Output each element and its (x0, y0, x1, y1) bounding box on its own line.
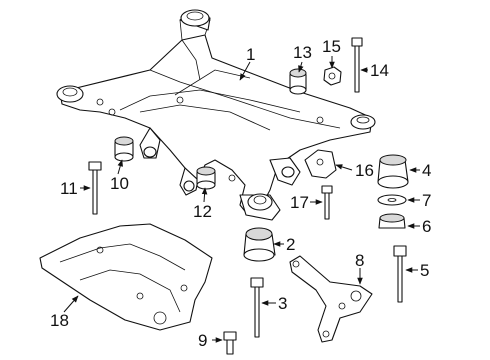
bolt-3 (250, 277, 264, 338)
bolt-11 (88, 161, 102, 215)
brace-8 (289, 255, 373, 343)
bushing-13 (289, 68, 307, 95)
callout-12: 12 (193, 202, 212, 221)
callout-5: 5 (420, 261, 429, 280)
washer-7 (377, 194, 407, 206)
mount-bushing-4 (377, 154, 409, 189)
splash-shield-18 (39, 223, 213, 331)
callout-18: 18 (50, 311, 69, 330)
callout-11: 11 (60, 179, 78, 198)
callout-17: 17 (290, 193, 309, 212)
callout-14: 14 (370, 61, 389, 80)
callout-15: 15 (322, 37, 341, 56)
callout-10: 10 (110, 174, 129, 193)
callout-1: 1 (246, 45, 255, 64)
leaders (63, 56, 420, 343)
callout-8: 8 (355, 251, 364, 270)
callout-13: 13 (293, 43, 312, 62)
callout-9: 9 (198, 331, 207, 350)
callout-16: 16 (355, 161, 374, 180)
callout-3: 3 (278, 294, 287, 313)
bolt-5 (393, 245, 407, 303)
bracket-16 (304, 149, 337, 179)
callout-4: 4 (422, 161, 431, 180)
bushing-2 (243, 227, 276, 262)
bolt-17 (321, 185, 333, 220)
callout-6: 6 (422, 217, 431, 236)
washer-6 (378, 213, 406, 229)
bushing-10 (114, 136, 134, 162)
callout-7: 7 (422, 191, 431, 210)
bolt-14 (351, 37, 363, 93)
callout-2: 2 (286, 235, 295, 254)
subframe-drawing (56, 9, 376, 221)
nut-15 (323, 66, 342, 86)
bushing-12 (196, 166, 216, 190)
bolt-9 (223, 331, 237, 355)
